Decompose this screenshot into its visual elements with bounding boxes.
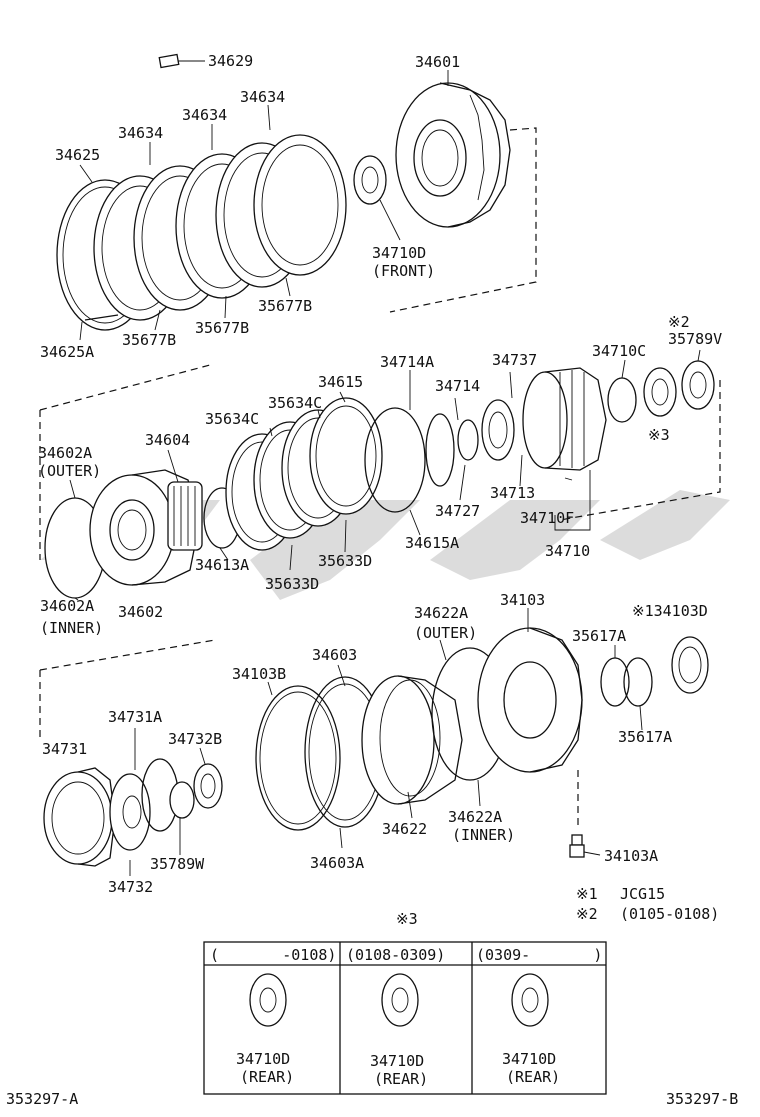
table-col3: (0309- ) <box>476 946 602 964</box>
dash-line-bot-top <box>39 639 216 671</box>
rear-label-1: 34710D <box>236 1050 290 1068</box>
label-34634-a: 34634 <box>118 124 163 142</box>
label-34732b: 34732B <box>168 730 222 748</box>
label-34737: 34737 <box>492 351 537 369</box>
label-34622: 34622 <box>382 820 427 838</box>
table-col2: (0108-0309) <box>346 946 445 964</box>
rear-paren-1: (REAR) <box>240 1068 294 1086</box>
label-note3-mark: ※3 <box>648 426 670 444</box>
label-35789v: 35789V <box>668 330 722 348</box>
housing-34103 <box>477 608 583 773</box>
label-front: (FRONT) <box>372 262 435 280</box>
label-34103a: 34103A <box>604 847 658 865</box>
leaders-top <box>79 70 449 341</box>
label-34625a: 34625A <box>40 343 94 361</box>
label-34731a: 34731A <box>108 708 162 726</box>
washer-134103d <box>671 636 709 694</box>
label-35789w: 35789W <box>150 855 205 873</box>
hub-34714 <box>425 371 523 501</box>
label-inner-2: (INNER) <box>452 826 515 844</box>
label-35617a-1: 35617A <box>572 627 626 645</box>
label-34602: 34602 <box>118 603 163 621</box>
label-34103b: 34103B <box>232 665 286 683</box>
band-34103b <box>255 681 341 831</box>
label-34615: 34615 <box>318 373 363 391</box>
washers-bottom-left <box>169 747 223 855</box>
washer-34710d-front <box>353 155 401 241</box>
label-34103: 34103 <box>500 591 545 609</box>
label-35677b-1: 35677B <box>122 331 176 349</box>
label-35677b-3: 35677B <box>258 297 312 315</box>
label-outer-1: (OUTER) <box>38 462 101 480</box>
label-34622a-outer: 34622A <box>414 604 468 622</box>
table-col1: ( -0108) <box>210 946 336 964</box>
clutch-plates-top <box>56 134 347 331</box>
label-34713: 34713 <box>490 484 535 502</box>
label-34732: 34732 <box>108 878 153 896</box>
label-34603a: 34603A <box>310 854 364 872</box>
label-note2-mark: ※2 <box>668 313 690 331</box>
label-35634c-2: 35634C <box>268 394 322 412</box>
dash-line-mid-right <box>559 380 721 521</box>
label-34613a: 34613A <box>195 556 249 574</box>
variant-table <box>203 941 607 1095</box>
label-34622a-inner: 34622A <box>448 808 502 826</box>
rings-35617a <box>600 645 653 731</box>
labels: 34629 34601 34634 34634 34634 34625 3471… <box>6 52 738 1108</box>
label-34714: 34714 <box>435 377 480 395</box>
label-35617a-2: 35617A <box>618 728 672 746</box>
rear-label-3: 34710D <box>502 1050 556 1068</box>
label-outer-2: (OUTER) <box>414 624 477 642</box>
label-34710c: 34710C <box>592 342 646 360</box>
label-34714a: 34714A <box>380 353 434 371</box>
rear-paren-2: (REAR) <box>374 1070 428 1088</box>
label-35633d-1: 35633D <box>265 575 319 593</box>
dash-line-top <box>389 127 537 313</box>
label-34710: 34710 <box>545 542 590 560</box>
rear-paren-3: (REAR) <box>506 1068 560 1086</box>
note2-mark: ※2 <box>576 905 598 923</box>
note1-text: JCG15 <box>620 885 665 903</box>
piston-34622 <box>361 675 463 819</box>
label-34634-c: 34634 <box>240 88 285 106</box>
note1-mark: ※1 <box>576 885 598 903</box>
pin-34629 <box>158 53 205 69</box>
label-34602a-inner: 34602A <box>40 597 94 615</box>
label-134103d: ※134103D <box>632 602 708 620</box>
label-35634c-1: 35634C <box>205 410 259 428</box>
washers-right <box>607 349 715 423</box>
clutch-plates-mid <box>225 370 426 571</box>
bolt-34103a <box>569 834 601 858</box>
label-35677b-2: 35677B <box>195 319 249 337</box>
one-way-clutch-34710 <box>522 367 607 531</box>
label-34710f: 34710F <box>520 509 574 527</box>
rear-label-2: 34710D <box>370 1052 424 1070</box>
label-34625: 34625 <box>55 146 100 164</box>
label-34601: 34601 <box>415 53 460 71</box>
label-34710d-front: 34710D <box>372 244 426 262</box>
dash-line-mid-top <box>39 364 211 411</box>
label-34731: 34731 <box>42 740 87 758</box>
label-34727: 34727 <box>435 502 480 520</box>
label-34615a: 34615A <box>405 534 459 552</box>
spring-34604 <box>167 449 203 551</box>
label-34604: 34604 <box>145 431 190 449</box>
label-34602a-outer: 34602A <box>38 444 92 462</box>
gear-34732 <box>109 728 151 876</box>
label-34629: 34629 <box>208 52 253 70</box>
code-left: 353297-A <box>6 1090 78 1108</box>
note3-box-mark: ※3 <box>396 910 418 928</box>
drum-34731 <box>43 767 116 867</box>
label-34603: 34603 <box>312 646 357 664</box>
drum-34601 <box>395 80 511 228</box>
code-right: 353297-B <box>666 1090 738 1108</box>
label-35633d-2: 35633D <box>318 552 372 570</box>
label-inner-1: (INNER) <box>40 619 103 637</box>
label-34634-b: 34634 <box>182 106 227 124</box>
note2-text: (0105-0108) <box>620 905 719 923</box>
